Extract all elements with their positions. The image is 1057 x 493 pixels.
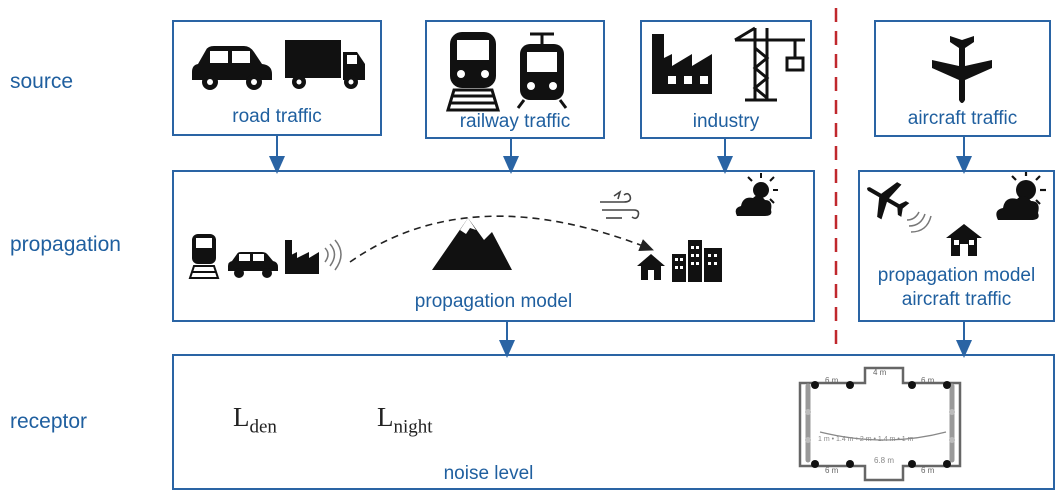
lnight-sub: night	[393, 416, 433, 438]
schematic-seg-d: 6 m	[921, 466, 935, 475]
lden-main: L	[233, 402, 250, 432]
lnight-label: Lnight	[377, 402, 433, 438]
mountain-icon	[432, 218, 512, 270]
wind-icon	[600, 190, 640, 220]
row-label-propagation: propagation	[10, 233, 121, 256]
noise-level-label: noise level	[443, 463, 534, 484]
truck-icon	[285, 40, 365, 89]
lden-label: Lden	[233, 402, 277, 438]
flow-arrows	[269, 135, 972, 358]
propagation-box: propagation model	[172, 170, 815, 322]
crane-icon	[734, 26, 805, 102]
airplane-small-icon	[867, 182, 910, 220]
house-icon	[637, 254, 665, 280]
propagation-aircraft-line2: aircraft traffic	[901, 289, 1012, 310]
train-small-icon	[188, 234, 220, 279]
schematic-bottom-gap: 6.8 m	[874, 456, 895, 465]
lnight-main: L	[377, 402, 394, 432]
factory-small-icon	[285, 240, 319, 274]
sound-waves-aircraft-icon	[906, 211, 932, 233]
source-aircraft-label: aircraft traffic	[907, 108, 1018, 129]
sound-waves-icon	[324, 239, 342, 271]
tram-icon	[516, 32, 568, 109]
propagation-aircraft-box: propagation model aircraft traffic	[858, 170, 1055, 322]
weather-icon	[735, 173, 778, 216]
car-small-icon	[228, 252, 278, 278]
source-road-label: road traffic	[232, 106, 322, 127]
schematic-top-gap: 4 m	[873, 368, 887, 377]
row-label-receptor: receptor	[10, 410, 88, 433]
propagation-model-label: propagation model	[414, 291, 573, 312]
schematic-spacing: 1 m • 1.4 m • 2 m • 1.4 m • 1 m	[818, 436, 914, 443]
schematic-seg-b: 6 m	[921, 376, 935, 385]
train-icon	[445, 32, 501, 112]
factory-icon	[652, 34, 712, 94]
source-box-industry: industry	[640, 20, 812, 139]
source-box-aircraft: aircraft traffic	[874, 20, 1051, 137]
source-box-railway: railway traffic	[425, 20, 605, 139]
lden-sub: den	[249, 416, 277, 438]
row-label-source: source	[10, 70, 74, 93]
source-industry-label: industry	[692, 111, 760, 132]
source-box-road: road traffic	[172, 20, 382, 136]
propagation-path	[349, 215, 654, 263]
buildings-icon	[672, 240, 722, 282]
road-schematic	[798, 366, 962, 482]
receptor-box: noise level	[172, 354, 1055, 490]
schematic-seg-a: 6 m	[825, 376, 839, 385]
weather-aircraft-icon	[996, 171, 1046, 220]
airplane-icon	[932, 36, 992, 103]
propagation-aircraft-line1: propagation model	[877, 265, 1036, 286]
schematic-seg-c: 6 m	[825, 466, 839, 475]
source-railway-label: railway traffic	[459, 111, 571, 132]
car-icon	[192, 46, 272, 90]
house-aircraft-icon	[946, 224, 982, 256]
